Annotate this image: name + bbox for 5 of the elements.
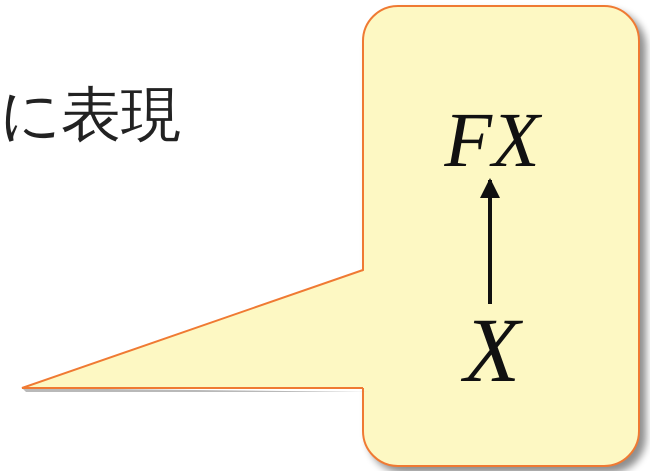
heading-text: に表現 <box>0 79 181 152</box>
arrow <box>480 178 500 304</box>
math-label: FX <box>422 100 562 180</box>
math-label: X <box>442 302 542 398</box>
callout-box <box>362 5 640 467</box>
